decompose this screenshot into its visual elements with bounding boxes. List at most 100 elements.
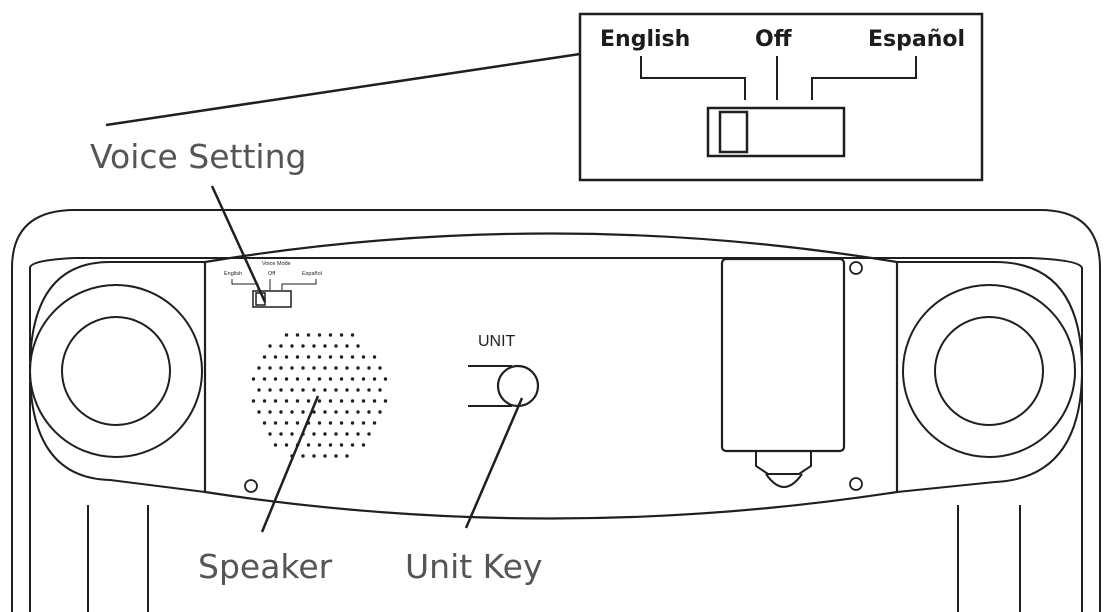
speaker-hole — [378, 388, 382, 392]
left-pad-outer-ring — [29, 284, 203, 458]
speaker-hole — [257, 366, 261, 370]
speaker-hole — [290, 344, 294, 348]
speaker-hole — [262, 355, 267, 359]
mini-switch-body — [252, 290, 292, 308]
speaker-hole — [345, 454, 349, 458]
speaker-hole — [317, 377, 322, 381]
speaker-hole — [273, 399, 278, 403]
speaker-hole — [323, 344, 327, 348]
speaker-hole — [301, 454, 305, 458]
speaker-hole — [295, 355, 300, 359]
speaker-hole — [328, 399, 333, 403]
speaker-hole — [356, 366, 360, 370]
speaker-hole — [383, 377, 388, 381]
speaker-hole — [284, 421, 289, 425]
speaker-hole — [350, 421, 355, 425]
speaker-hole — [350, 443, 355, 447]
speaker-hole — [334, 454, 338, 458]
speaker-hole — [328, 355, 333, 359]
speaker-hole — [317, 399, 322, 403]
speaker-hole — [279, 410, 283, 414]
speaker-hole — [317, 355, 322, 359]
speaker-hole — [284, 377, 289, 381]
inset-switch-slider[interactable] — [718, 110, 749, 154]
speaker-hole — [339, 421, 344, 425]
speaker-hole — [334, 432, 338, 436]
mini-switch-off: Off — [268, 271, 276, 277]
voice-setting-label: Voice Setting — [90, 137, 306, 176]
speaker-hole — [334, 344, 338, 348]
speaker-hole — [345, 366, 349, 370]
speaker-hole — [339, 399, 344, 403]
speaker-grille — [251, 333, 388, 458]
speaker-hole — [290, 388, 294, 392]
speaker-hole — [339, 355, 344, 359]
speaker-hole — [345, 388, 349, 392]
speaker-hole — [295, 377, 300, 381]
speaker-hole — [323, 366, 327, 370]
speaker-hole — [306, 333, 311, 337]
speaker-hole — [372, 377, 377, 381]
sensor-compartment — [720, 257, 846, 488]
speaker-hole — [372, 421, 377, 425]
device-inner-band — [29, 257, 1083, 612]
speaker-hole — [312, 410, 316, 414]
inset-frame — [578, 12, 984, 182]
device-outer-body — [11, 209, 1101, 612]
left-pad-inner-ring — [61, 316, 171, 426]
speaker-hole — [323, 432, 327, 436]
right-pad-outer-ring — [902, 284, 1076, 458]
panel-screw-top-right — [849, 261, 863, 275]
speaker-hole — [268, 366, 272, 370]
speaker-hole — [378, 366, 382, 370]
inset-pointer-line — [105, 52, 581, 127]
speaker-hole — [372, 355, 377, 359]
speaker-hole — [273, 355, 278, 359]
speaker-hole — [317, 421, 322, 425]
unit-button-label: UNIT — [478, 333, 516, 350]
speaker-hole — [334, 366, 338, 370]
speaker-hole — [323, 454, 327, 458]
speaker-hole — [339, 377, 344, 381]
speaker-hole — [262, 421, 267, 425]
speaker-hole — [356, 410, 360, 414]
speaker-hole — [361, 399, 366, 403]
speaker-hole — [262, 399, 267, 403]
sensor-lens — [765, 473, 803, 488]
speaker-hole — [257, 410, 261, 414]
control-panel — [203, 232, 899, 520]
speaker-hole — [279, 366, 283, 370]
unit-key-button[interactable] — [496, 364, 540, 408]
inset-english-label: English — [600, 27, 690, 52]
speaker-hole — [295, 421, 300, 425]
speaker-hole — [284, 355, 289, 359]
speaker-hole — [312, 366, 316, 370]
speaker-hole — [367, 410, 371, 414]
right-pad-housing — [896, 261, 1084, 493]
speaker-hole — [306, 443, 311, 447]
speaker-hole — [323, 410, 327, 414]
speaker-hole — [367, 388, 371, 392]
speaker-hole — [268, 410, 272, 414]
speaker-hole — [367, 432, 371, 436]
speaker-hole — [284, 333, 289, 337]
speaker-hole — [273, 377, 278, 381]
speaker-hole — [345, 344, 349, 348]
speaker-hole — [328, 333, 333, 337]
unit-key-leader — [464, 397, 524, 529]
speaker-hole — [372, 399, 377, 403]
sensor-lens-housing — [755, 451, 812, 475]
speaker-leader — [260, 395, 320, 533]
speaker-hole — [306, 355, 311, 359]
speaker-hole — [356, 344, 360, 348]
speaker-hole — [268, 432, 272, 436]
voice-setting-leader — [210, 185, 267, 303]
speaker-hole — [312, 454, 316, 458]
panel-screw-bottom-left — [244, 479, 258, 493]
speaker-hole — [361, 377, 366, 381]
speaker-hole — [339, 443, 344, 447]
speaker-hole — [339, 333, 344, 337]
right-pad-inner-ring — [934, 316, 1044, 426]
speaker-hole — [279, 388, 283, 392]
